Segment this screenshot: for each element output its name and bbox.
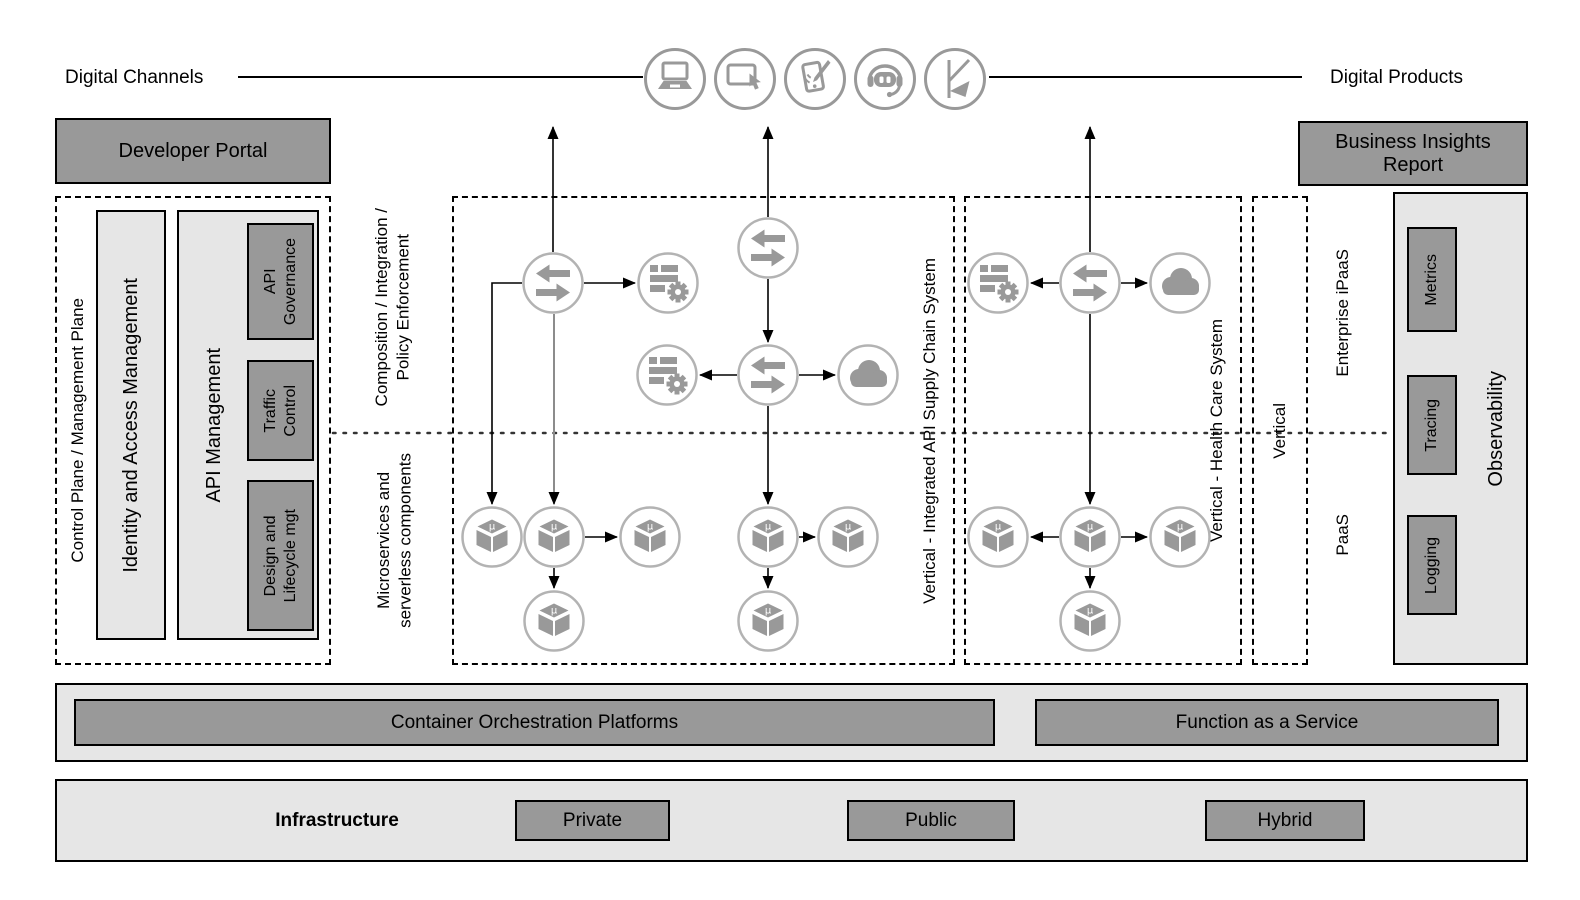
infrastructure-box: Infrastructure Private Public Hybrid (55, 779, 1528, 862)
metrics-box: Metrics (1407, 227, 1457, 332)
tracing-box: Tracing (1407, 375, 1457, 475)
vertical-placeholder-label: Vertical (1270, 402, 1290, 459)
micro-node (1059, 506, 1121, 568)
health-care-vertical-box: Vertical - Health Care System (964, 196, 1242, 665)
connector-arrow (486, 282, 522, 505)
system-node (967, 252, 1029, 314)
tracing-label: Tracing (1423, 398, 1440, 452)
faas-box: Function as a Service (1035, 699, 1499, 746)
laptop-icon (644, 48, 706, 110)
public-infra-box: Public (847, 800, 1015, 841)
micro-node (967, 506, 1029, 568)
microservices-layer-label: Microservices and serverless components (373, 452, 414, 628)
micro-node (817, 506, 879, 568)
cloud-node (837, 344, 899, 406)
iam-label: Identity and Access Management (119, 277, 142, 573)
private-infra-box: Private (515, 800, 670, 841)
enterprise-ipaas-label-wrap: Enterprise iPaaS (1318, 225, 1368, 400)
traffic-control-label: Traffic Control (261, 384, 299, 437)
api-management-label-wrap: API Management (183, 212, 245, 638)
design-lifecycle-box: Design and Lifecycle mgt (247, 480, 314, 631)
chatbot-icon (854, 48, 916, 110)
micro-node (523, 506, 585, 568)
enterprise-ipaas-label: Enterprise iPaaS (1333, 248, 1353, 377)
micro-node (523, 590, 585, 652)
traffic-control-box: Traffic Control (247, 360, 314, 461)
micro-node (1059, 590, 1121, 652)
platform-layer-box: Container Orchestration Platforms Functi… (55, 683, 1528, 762)
exchange-node (522, 252, 584, 314)
metrics-label: Metrics (1423, 253, 1440, 306)
api-management-box: API Management API Governance Traffic Co… (177, 210, 319, 640)
digital-channels-label: Digital Channels (65, 67, 204, 88)
design-lifecycle-label: Design and Lifecycle mgt (261, 508, 299, 603)
system-node (637, 252, 699, 314)
micro-node (461, 506, 523, 568)
tablet-touch-icon (714, 48, 776, 110)
supply-chain-label: Vertical - Integrated API Supply Chain S… (920, 257, 940, 604)
logging-box: Logging (1407, 515, 1457, 615)
paas-label: PaaS (1333, 514, 1353, 556)
api-management-label: API Management (202, 347, 225, 503)
control-plane-label-wrap: Control Plane / Management Plane (59, 198, 97, 663)
control-plane-box: Control Plane / Management Plane Identit… (55, 196, 331, 665)
exchange-node (737, 217, 799, 279)
api-governance-box: API Governance (247, 223, 314, 340)
interactive-kiosk-icon (924, 48, 986, 110)
composition-label-wrap: Composition / Integration / Policy Enfor… (352, 200, 432, 415)
observability-box: Observability Metrics Tracing Logging (1393, 192, 1528, 665)
supply-chain-vertical-box: Vertical - Integrated API Supply Chain S… (452, 196, 955, 665)
api-governance-label: API Governance (261, 237, 299, 326)
infrastructure-label: Infrastructure (275, 809, 399, 831)
composition-layer-label: Composition / Integration / Policy Enfor… (371, 208, 412, 407)
observability-label-wrap: Observability (1470, 194, 1522, 663)
exchange-node (737, 344, 799, 406)
health-care-label: Vertical - Health Care System (1207, 319, 1227, 542)
health-care-label-wrap: Vertical - Health Care System (1196, 198, 1238, 663)
micro-node (737, 506, 799, 568)
stylus-signature-icon (784, 48, 846, 110)
digital-products-label: Digital Products (1330, 67, 1464, 88)
paas-label-wrap: PaaS (1318, 465, 1368, 605)
microservices-label-wrap: Microservices and serverless components (352, 445, 436, 635)
cloud-node (1149, 252, 1211, 314)
business-insights-report-box: Business Insights Report (1298, 121, 1528, 186)
supply-chain-label-wrap: Vertical - Integrated API Supply Chain S… (909, 198, 951, 663)
control-plane-label: Control Plane / Management Plane (68, 298, 88, 563)
observability-label: Observability (1484, 370, 1507, 487)
iam-box: Identity and Access Management (96, 210, 166, 640)
container-orchestration-box: Container Orchestration Platforms (74, 699, 995, 746)
micro-node (737, 590, 799, 652)
developer-portal-box: Developer Portal (55, 118, 331, 184)
micro-node (1149, 506, 1211, 568)
micro-node (619, 506, 681, 568)
hybrid-infra-box: Hybrid (1205, 800, 1365, 841)
system-node (636, 344, 698, 406)
vertical-placeholder-box: Vertical (1252, 196, 1308, 665)
exchange-node (1059, 252, 1121, 314)
logging-label: Logging (1423, 536, 1440, 594)
